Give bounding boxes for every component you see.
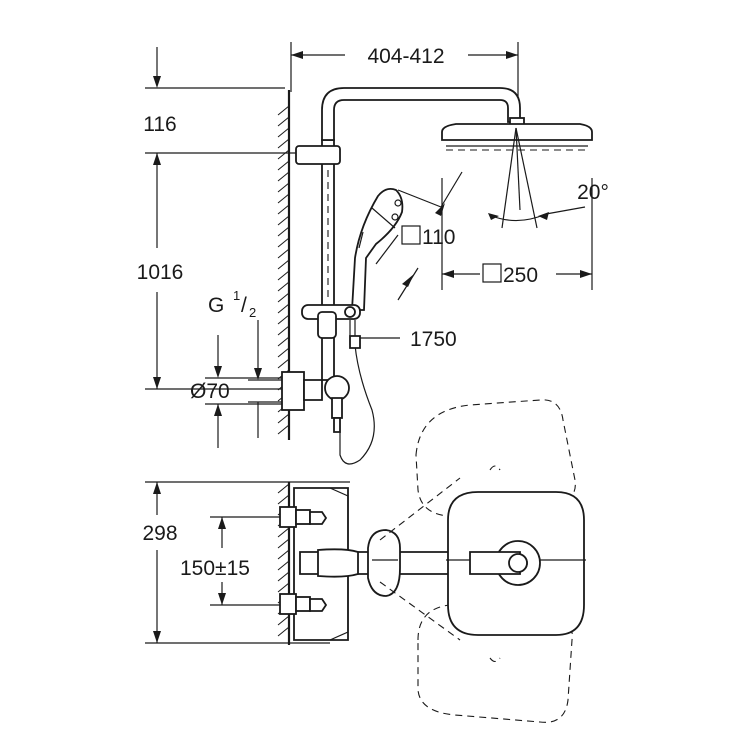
square-symbol-icon bbox=[401, 225, 421, 245]
hose-length-dimension: 1750 bbox=[360, 328, 457, 351]
inlet-spacing-label: 150±15 bbox=[180, 557, 250, 580]
wall-hatch-line bbox=[277, 138, 290, 149]
wall-hatch-line bbox=[277, 226, 290, 237]
wall-hatch-line bbox=[277, 325, 290, 336]
connection-dimension: G 1 / 2 Ø70 bbox=[190, 288, 350, 448]
thermostat-height-label: 298 bbox=[142, 522, 177, 545]
thermostat-height-dimension: 298 bbox=[142, 481, 350, 644]
top-offset-dimension: 116 bbox=[143, 47, 285, 136]
wall-hatch-line bbox=[277, 582, 290, 593]
wall-hatch-line bbox=[277, 127, 290, 138]
hose-length-label: 1750 bbox=[410, 328, 457, 351]
wall-hatch-line bbox=[277, 292, 290, 303]
wall-hatch-line bbox=[277, 237, 290, 248]
rail-height-dimension: 1016 bbox=[137, 152, 300, 390]
connection-label: G bbox=[208, 294, 224, 317]
wall-hatch-line bbox=[277, 193, 290, 204]
wall-hatch-line bbox=[277, 424, 290, 435]
hand-shower-size-label: 110 bbox=[422, 226, 455, 249]
hand-shower bbox=[295, 145, 404, 465]
wall-hatch-line bbox=[277, 358, 290, 369]
wall-hatch-line bbox=[277, 270, 290, 281]
wall-hatch-line bbox=[277, 538, 290, 549]
hand-shower-size-dimension: 110 bbox=[375, 171, 463, 301]
wall-hatch-line bbox=[277, 105, 290, 116]
wall-hatch-line bbox=[277, 571, 290, 582]
wall-hatch-line bbox=[277, 347, 290, 358]
wall-hatch-line bbox=[277, 336, 290, 347]
wall-hatch-line bbox=[277, 215, 290, 226]
wall-hatch-line bbox=[277, 303, 290, 314]
tilt-angle-label: 20° bbox=[577, 181, 609, 204]
inlet-spacing-dimension: 150±15 bbox=[180, 516, 290, 606]
wall-hatch-line bbox=[277, 281, 290, 292]
wall-hatch-line bbox=[277, 626, 290, 637]
arm-reach-label: 404-412 bbox=[367, 45, 444, 68]
wall-hatch-line bbox=[277, 494, 290, 505]
wall-hatch-line bbox=[277, 527, 290, 538]
wall-hatch-line bbox=[277, 560, 290, 571]
connection-thread: G bbox=[208, 294, 224, 317]
wall-hatch-line bbox=[277, 483, 290, 494]
wall-hatch-line bbox=[277, 182, 290, 193]
wall-hatch-line bbox=[277, 160, 290, 171]
overhead-shower-plan-view bbox=[379, 399, 586, 723]
square-symbol-icon bbox=[482, 263, 502, 283]
cover-diameter-label: Ø70 bbox=[190, 380, 230, 403]
arm-reach-dimension: 404-412 bbox=[290, 42, 519, 105]
rail-height-label: 1016 bbox=[137, 261, 184, 284]
wall-hatch-line bbox=[277, 248, 290, 259]
connection-denominator: 2 bbox=[249, 305, 256, 320]
top-offset-label: 116 bbox=[143, 113, 176, 136]
wall-hatch-line bbox=[277, 116, 290, 127]
head-shower-size-dimension: 250 bbox=[441, 178, 593, 290]
wall-hatch-line bbox=[277, 259, 290, 270]
wall-hatch-line bbox=[277, 204, 290, 215]
tilt-angle-dimension: 20° bbox=[488, 181, 609, 222]
wall-hatch-line bbox=[277, 171, 290, 182]
wall-hatch-line bbox=[277, 615, 290, 626]
wall-hatch-line bbox=[277, 149, 290, 160]
connection-numerator: 1 bbox=[233, 288, 240, 303]
wall-hatch-line bbox=[277, 314, 290, 325]
svg-text:/: / bbox=[241, 294, 247, 317]
wall-hatch-line bbox=[277, 549, 290, 560]
head-shower-size-label: 250 bbox=[503, 264, 538, 287]
wall-hatch-line bbox=[277, 413, 290, 424]
